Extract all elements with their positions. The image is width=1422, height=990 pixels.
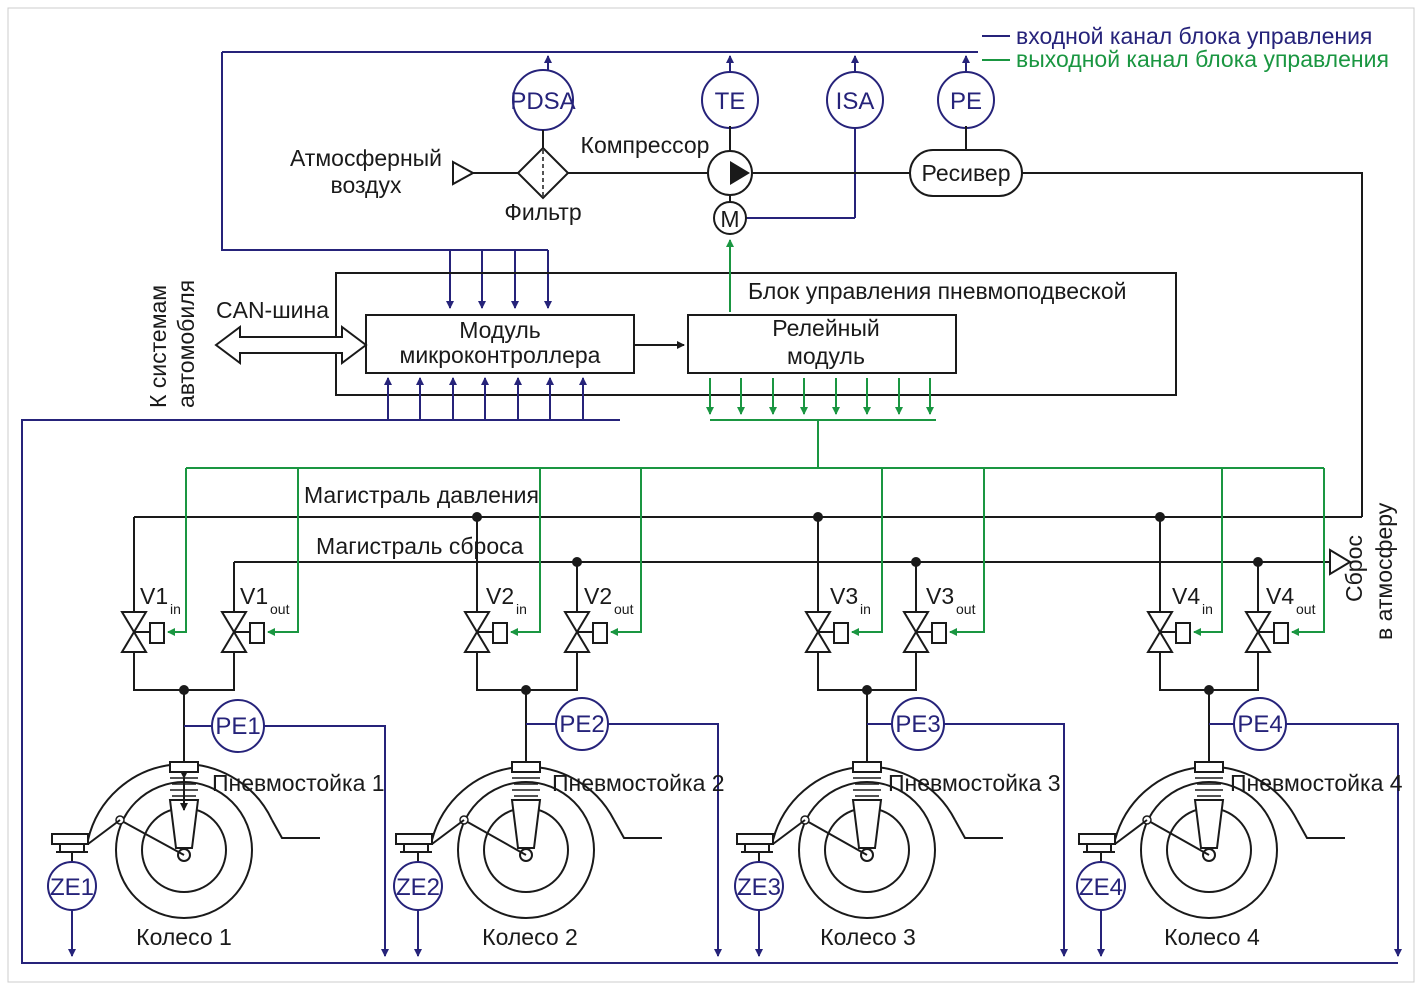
strut-4-label: Пневмостойка 4 xyxy=(1230,770,1403,796)
mcu-label-2: микроконтроллера xyxy=(400,342,601,368)
junctions xyxy=(179,512,1263,695)
wheel-3-label: Колесо 3 xyxy=(820,924,916,950)
legend-input: входной канал блока управления xyxy=(1016,23,1372,49)
pe3-label: PE3 xyxy=(895,711,940,738)
relay-label-2: модуль xyxy=(787,343,865,369)
air-supply: Атмосферный воздух Фильтр Компрессор M Р… xyxy=(290,126,1363,517)
vent-label-1: Сброс xyxy=(1341,535,1367,602)
valve-3-out-sub: out xyxy=(956,601,976,617)
atm-air-label-2: воздух xyxy=(331,172,402,198)
corner-1: V1 in V1 out PE1 ZE1 Пневмостойка 1 Коле… xyxy=(47,468,389,957)
instrument-pe-label: PE xyxy=(950,88,982,115)
frame xyxy=(7,7,1415,983)
valve-3-in-label: V3 xyxy=(830,583,858,609)
air-inlet-icon xyxy=(452,160,476,186)
ze1-label: ZE1 xyxy=(50,874,94,901)
to-systems-label-1: К системам xyxy=(145,285,171,408)
can-bus: CAN-шина К системам автомобиля xyxy=(145,280,368,408)
can-label: CAN-шина xyxy=(216,297,329,323)
valve-4-in-sub: in xyxy=(1202,601,1213,617)
instrument-pdsa: PDSA xyxy=(510,69,576,131)
strut-3-label: Пневмостойка 3 xyxy=(888,770,1061,796)
instrument-pdsa-label: PDSA xyxy=(510,88,575,115)
motor-label: M xyxy=(720,206,739,232)
strut-2-label: Пневмостойка 2 xyxy=(552,770,725,796)
mains: Магистраль давления Магистраль сброса Сб… xyxy=(134,482,1397,640)
pressure-line-label: Магистраль давления xyxy=(304,482,539,508)
instrument-bus xyxy=(221,51,978,309)
valve-2-in-sub: in xyxy=(516,601,527,617)
relay-label-1: Релейный xyxy=(772,315,880,341)
strut-1-label: Пневмостойка 1 xyxy=(212,770,385,796)
vent-label-2: в атмосферу xyxy=(1371,502,1397,640)
ze4-label: ZE4 xyxy=(1079,874,1123,901)
control-unit-label: Блок управления пневмоподвеской xyxy=(748,278,1126,304)
valve-4-out-sub: out xyxy=(1296,601,1316,617)
instrument-pe: PE xyxy=(937,71,995,129)
mcu-label-1: Модуль xyxy=(459,317,541,343)
valve-4-in-label: V4 xyxy=(1172,583,1200,609)
wheel-1-label: Колесо 1 xyxy=(136,924,232,950)
instrument-te-label: TE xyxy=(715,88,746,115)
vent-icon xyxy=(1329,548,1352,576)
valve-1-out-sub: out xyxy=(270,601,290,617)
mcu-inputs xyxy=(21,377,1398,964)
ze2-label: ZE2 xyxy=(396,874,440,901)
valve-1-out-label: V1 xyxy=(240,583,268,609)
pe2-label: PE2 xyxy=(559,711,604,738)
motor-icon xyxy=(713,201,747,235)
filter-label: Фильтр xyxy=(504,199,581,225)
corner-2: V2 in V2 out PE2 ZE2 Пневмостойка 2 Коле… xyxy=(393,468,725,957)
valve-2-in-label: V2 xyxy=(486,583,514,609)
valve-1-in-label: V1 xyxy=(140,583,168,609)
compressor-label: Компрессор xyxy=(581,132,710,158)
exhaust-line-label: Магистраль сброса xyxy=(316,533,524,559)
instrument-isa: ISA xyxy=(826,71,884,129)
legend: входной канал блока управления выходной … xyxy=(982,23,1389,72)
mcu-module xyxy=(365,314,635,374)
valve-3-out-label: V3 xyxy=(926,583,954,609)
control-unit: Блок управления пневмоподвеской Модуль м… xyxy=(335,239,1177,396)
receiver-label: Ресивер xyxy=(921,160,1010,186)
instrument-isa-label: ISA xyxy=(836,88,875,115)
corner-3: V3 in V3 out PE3 ZE3 Пневмостойка 3 Коле… xyxy=(734,468,1068,957)
to-systems-label-2: автомобиля xyxy=(173,280,199,408)
atm-air-label-1: Атмосферный xyxy=(290,145,442,171)
corner-4: V4 in V4 out PE4 ZE4 Пневмостойка 4 Коле… xyxy=(1076,468,1403,957)
wheel-4-label: Колесо 4 xyxy=(1164,924,1260,950)
can-bus-arrow xyxy=(214,325,368,365)
wheel-2-label: Колесо 2 xyxy=(482,924,578,950)
pe4-label: PE4 xyxy=(1237,711,1282,738)
legend-output: выходной канал блока управления xyxy=(1016,46,1389,72)
valve-1-in-sub: in xyxy=(170,601,181,617)
valve-2-out-sub: out xyxy=(614,601,634,617)
valve-3-in-sub: in xyxy=(860,601,871,617)
pe1-label: PE1 xyxy=(215,713,260,740)
valve-2-out-label: V2 xyxy=(584,583,612,609)
relay-module xyxy=(687,314,957,374)
instrument-te: TE xyxy=(701,71,759,129)
ze3-label: ZE3 xyxy=(737,874,781,901)
valve-4-out-label: V4 xyxy=(1266,583,1294,609)
relay-outputs xyxy=(186,378,1324,469)
